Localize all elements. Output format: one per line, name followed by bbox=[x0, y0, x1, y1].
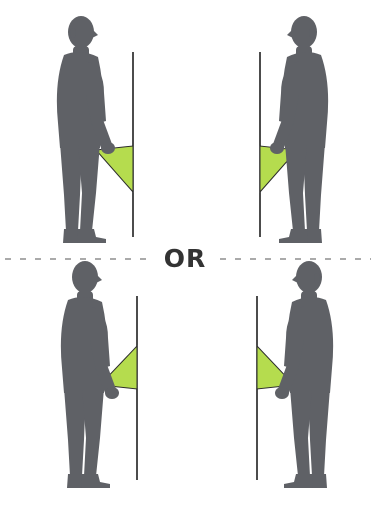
standing-person-icon bbox=[61, 261, 119, 488]
panel-top-right bbox=[260, 16, 328, 243]
standing-person-icon bbox=[270, 16, 328, 243]
panel-top-left bbox=[57, 16, 133, 243]
standing-person-icon bbox=[57, 16, 115, 243]
standing-person-icon bbox=[275, 261, 333, 488]
panel-bottom-left bbox=[61, 261, 137, 488]
panel-bottom-right bbox=[257, 261, 333, 488]
or-separator-label: OR bbox=[160, 242, 210, 276]
folding-flap-icon bbox=[96, 146, 133, 192]
